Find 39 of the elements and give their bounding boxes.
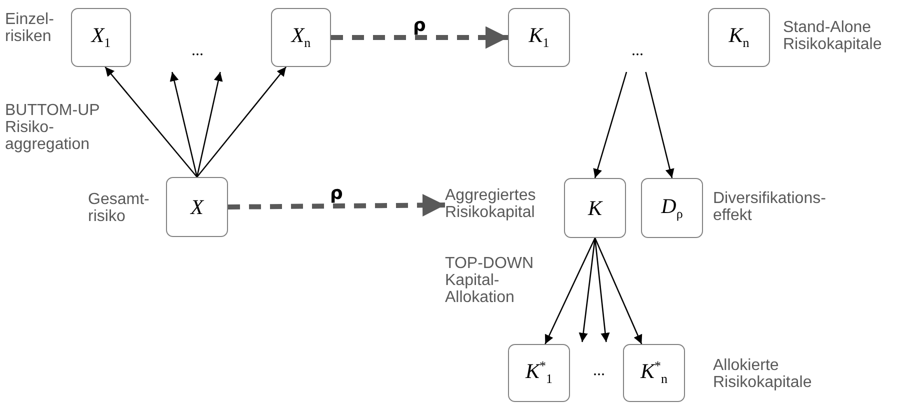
math-symbol: D$_{ρ}$ (661, 194, 683, 222)
variable-box (623, 344, 685, 402)
arrow (196, 66, 286, 178)
arrow (196, 72, 223, 178)
variable-box (508, 8, 570, 67)
side-caption: Diversifikations- effekt (713, 191, 827, 225)
variable-box (508, 344, 570, 402)
arrow (170, 72, 198, 178)
arrow (578, 238, 596, 342)
arrow (104, 66, 198, 178)
variable-box (708, 8, 770, 67)
variable-box (641, 178, 703, 238)
annotation-text: BUTTOM-UP Risiko- aggregation (5, 103, 101, 154)
annotation-text: TOP-DOWN Kapital- Allokation (445, 256, 535, 306)
side-caption: Stand-Alone Risikokapitale (783, 20, 883, 54)
ellipsis: ... (165, 30, 230, 72)
arrow (594, 238, 642, 344)
variable-box (564, 178, 626, 238)
math-symbol: K$_{n}$ (728, 23, 750, 52)
side-caption: Gesamt- risiko (88, 192, 150, 226)
side-caption: Allokierte Risikokapitale (713, 358, 813, 392)
node-label: Aggregiertes Risikokapital (445, 188, 563, 222)
variable-box (166, 177, 228, 237)
math-symbol: K (588, 196, 602, 220)
dashed-arrow (331, 26, 508, 49)
variable-box (71, 8, 131, 67)
dashed-arrow (228, 194, 446, 216)
arrow (593, 72, 628, 178)
side-caption: Einzel- risiken (5, 12, 55, 46)
ellipsis: ... (610, 30, 665, 72)
arrow (544, 238, 596, 344)
math-symbol: X$_{1}$ (91, 23, 111, 52)
arrow (645, 72, 674, 178)
math-symbol: X (190, 194, 204, 220)
math-symbol: X$_{n}$ (291, 23, 311, 52)
variable-box (271, 8, 331, 67)
arrow (594, 238, 610, 342)
ellipsis: ... (575, 342, 623, 400)
math-symbol: K$_{1}$ (528, 23, 550, 52)
